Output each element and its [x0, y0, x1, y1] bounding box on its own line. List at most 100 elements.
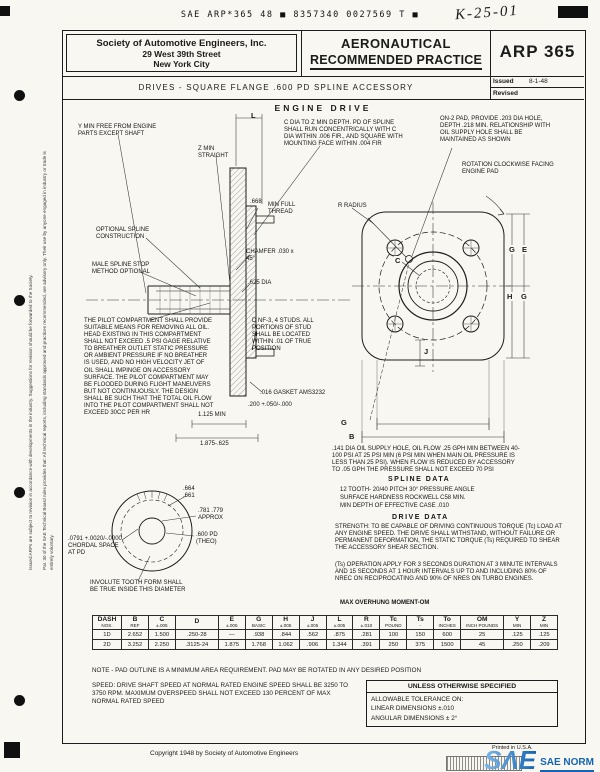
- table-cell: 3.252: [121, 639, 149, 650]
- doc-type-line1: AERONAUTICAL: [341, 36, 451, 51]
- col-header: E±.005: [217, 615, 246, 630]
- dim-chordal: .0791 +.0020/-.0000 CHORDAL SPACE AT PD: [68, 536, 122, 557]
- watermark-text: SAE NORM: [540, 756, 594, 772]
- drive-data-heading: DRIVE DATA: [392, 514, 449, 521]
- document-title: DRIVES - SQUARE FLANGE .600 PD SPLINE AC…: [62, 76, 491, 99]
- table-cell: .125: [503, 629, 532, 640]
- dim-letter-h: H: [506, 292, 514, 301]
- copyright-line: Copyright 1948 by Society of Automotive …: [150, 750, 299, 757]
- scan-code-line: SAE ARP*365 48 ■ 8357340 0027569 T ■: [180, 10, 420, 20]
- table-cell: 150: [406, 629, 435, 640]
- title-row: DRIVES - SQUARE FLANGE .600 PD SPLINE AC…: [62, 76, 584, 100]
- table-cell: 45: [460, 639, 505, 650]
- dim-label-l: L: [251, 111, 256, 120]
- printed-in-usa: Printed in U.S.A.: [492, 745, 533, 751]
- table-cell: .209: [530, 639, 558, 650]
- margin-legal-text: Par. 30 of the SAE Technical Board rules…: [42, 151, 54, 570]
- table-cell: 2.652: [121, 629, 149, 640]
- table-cell: 1.500: [147, 629, 176, 640]
- annotation-involute: INVOLUTE TOOTH FORM SHALL BE TRUE INSIDE…: [90, 580, 186, 594]
- annotation-optional-spline: OPTIONAL SPLINE CONSTRUCTION: [96, 227, 150, 241]
- tolerance-line: ANGULAR DIMENSIONS ± 2°: [371, 714, 458, 722]
- doc-type-cell: AERONAUTICAL RECOMMENDED PRACTICE: [302, 30, 490, 76]
- revised-label: Revised: [493, 89, 518, 97]
- annotation-gasket: .016 GASKET AMS3232: [260, 390, 326, 396]
- dim-letter-b: B: [348, 432, 356, 441]
- tolerance-box-title: UNLESS OTHERWISE SPECIFIED: [367, 681, 557, 693]
- punch-hole: [14, 90, 25, 101]
- annotation-c-dia: C DIA TO Z MIN DEPTH. PD OF SPLINE SHALL…: [284, 120, 403, 148]
- dim-letter-c: C: [394, 256, 402, 265]
- table-cell: 2D: [92, 639, 122, 650]
- watermark: SΛE SAE NORM: [484, 746, 594, 772]
- dim-1125: 1.125 MIN: [198, 412, 226, 418]
- tolerance-line: LINEAR DIMENSIONS ±.010: [371, 705, 455, 713]
- punch-hole: [14, 487, 25, 498]
- table-cell: 375: [406, 639, 435, 650]
- annotation-z-min: Z MIN STRAIGHT: [198, 146, 229, 160]
- doc-type-line2: RECOMMENDED PRACTICE: [309, 53, 483, 70]
- annotation-r-radius: R RADIUS: [338, 203, 367, 209]
- annotation-y-min: Y MIN FREE FROM ENGINE PARTS EXCEPT SHAF…: [78, 124, 157, 138]
- table-cell: .281: [352, 629, 381, 640]
- col-header: L±.005: [325, 615, 354, 630]
- drive-data-ts-note: (Ts) OPERATION APPLY FOR 3 SECONDS DURAT…: [335, 562, 558, 583]
- dim-600pd: .600 PD (THEO): [196, 532, 218, 546]
- spline-data-line: 12 TOOTH- 20/40 PITCH 30° PRESSURE ANGLE: [340, 487, 475, 493]
- scan-mark: [4, 742, 20, 758]
- spline-data-heading: SPLINE DATA: [388, 476, 451, 483]
- col-header: H±.005: [271, 615, 300, 630]
- table-cell: 25: [460, 629, 505, 640]
- speed-note: SPEED: DRIVE SHAFT SPEED AT NORMAL RATED…: [92, 682, 349, 706]
- annotation-pad2: ON-2 PAD, PROVIDE .203 DIA HOLE, DEPTH .…: [440, 116, 551, 144]
- dim-1875: 1.875-.625: [200, 441, 229, 447]
- table-cell: 1D: [92, 629, 122, 640]
- annotation-male-stop: MALE SPLINE STOP METHOD OPTIONAL: [92, 262, 151, 276]
- drive-data-strength: STRENGTH: TO BE CAPABLE OF DRIVING CONTI…: [335, 524, 562, 552]
- col-header: D: [174, 615, 219, 630]
- dim-664: .664 .661: [183, 486, 195, 500]
- table-cell: .250-28: [174, 629, 219, 640]
- handwritten-note: K-25-01: [454, 2, 520, 24]
- table-cell: 1.768: [244, 639, 273, 650]
- scan-mark: [558, 6, 588, 18]
- annotation-min-full-thread: MIN FULL THREAD: [268, 202, 296, 216]
- issued-date: 8-1-48: [529, 77, 548, 85]
- table-cell: .844: [271, 629, 300, 640]
- table-cell: .938: [244, 629, 273, 640]
- table-cell: —: [217, 629, 246, 640]
- dim-letter-g: G: [340, 418, 348, 427]
- document-border: [62, 30, 586, 744]
- col-header: C±.005: [147, 615, 176, 630]
- dim-668: .668: [250, 199, 262, 205]
- table-cell: 1.875: [217, 639, 246, 650]
- table-cell: 1.062: [271, 639, 300, 650]
- table-cell: .391: [352, 639, 381, 650]
- dim-625: .625 DIA: [248, 280, 272, 286]
- table-cell: .125: [530, 629, 558, 640]
- view-title: ENGINE DRIVE: [274, 103, 372, 113]
- table-cell: .906: [298, 639, 327, 650]
- publisher-box: Society of Automotive Engineers, Inc. 29…: [66, 34, 297, 72]
- annotation-pilot-compartment: THE PILOT COMPARTMENT SHALL PROVIDE SUIT…: [84, 318, 214, 417]
- table-cell: 600: [433, 629, 462, 640]
- tolerance-line: ALLOWABLE TOLERANCE ON:: [371, 696, 464, 703]
- pad-outline-note: NOTE - PAD OUTLINE IS A MINIMUM AREA REQ…: [92, 667, 422, 674]
- col-header: R±.010: [352, 615, 381, 630]
- issue-cell: Issued 8-1-48 Revised: [490, 76, 584, 99]
- scan-mark: [0, 6, 10, 16]
- dim-200: .200 +.050/-.000: [248, 402, 292, 408]
